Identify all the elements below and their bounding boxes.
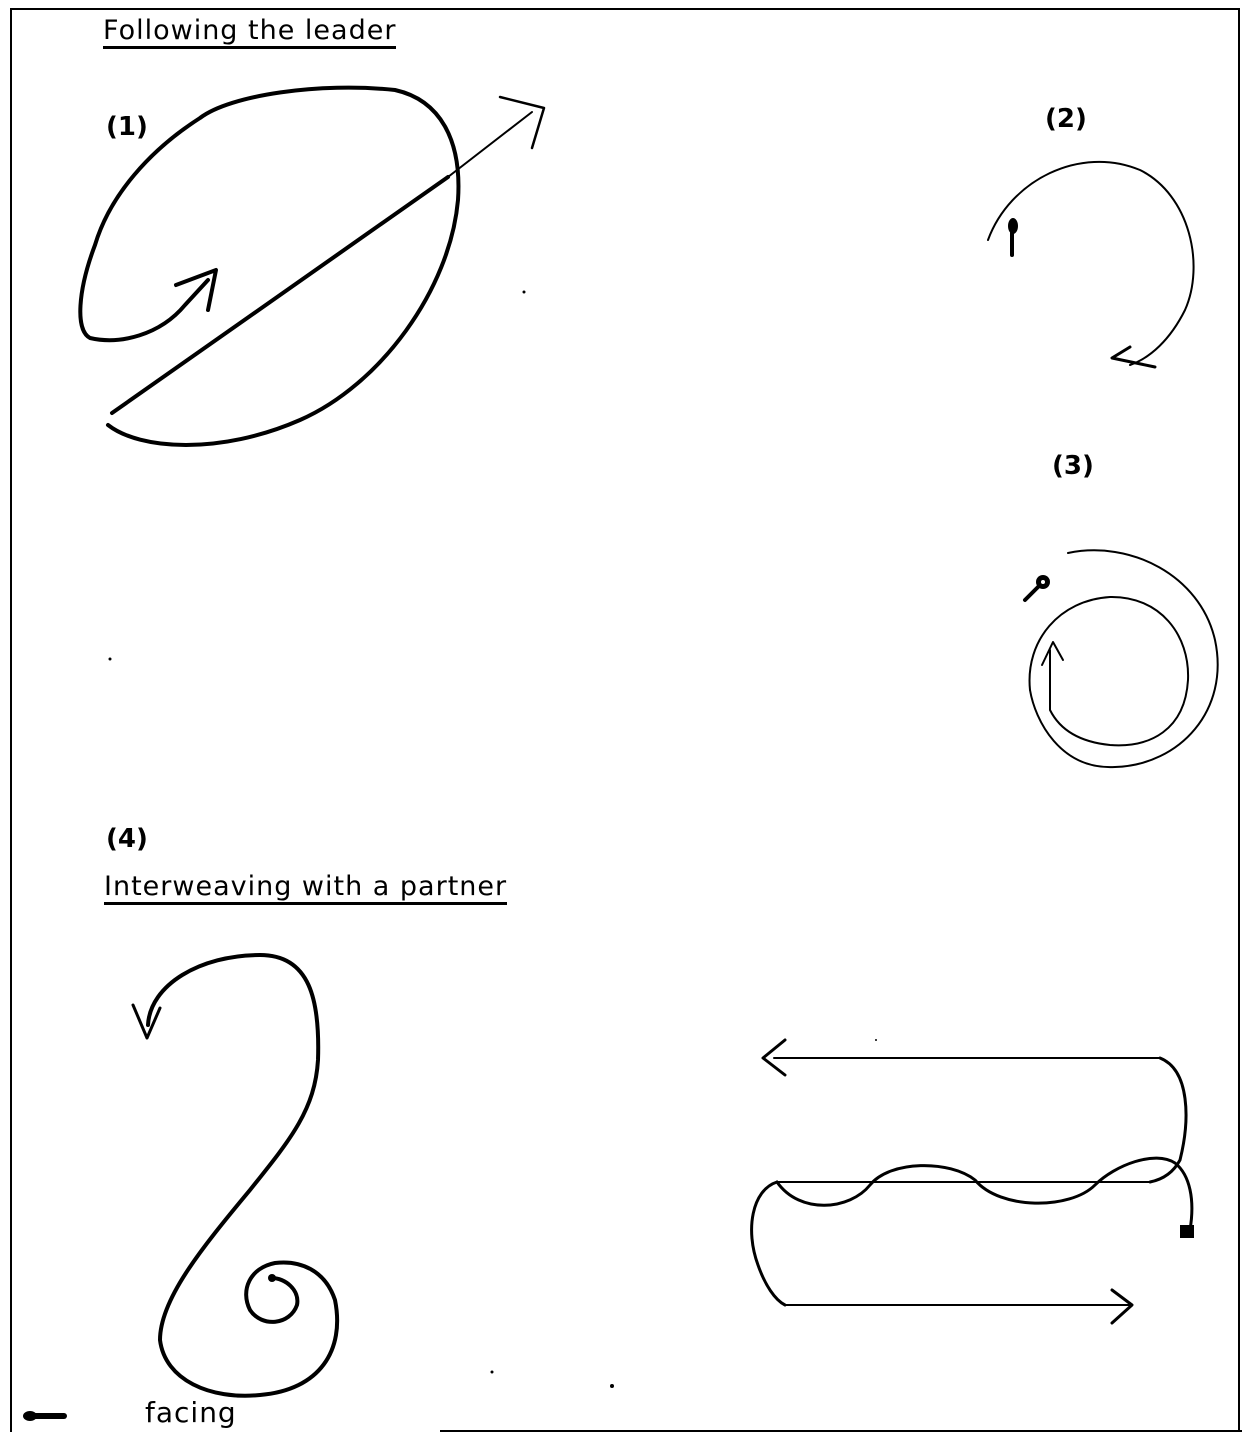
figure-4-left-turn <box>750 1180 787 1307</box>
figure-4-weave <box>775 1156 1194 1232</box>
figure-3-outer-arc <box>1029 549 1219 769</box>
figure-label-3: (3) <box>1052 451 1094 481</box>
figure-label-4: (4) <box>106 824 148 854</box>
legend-facing-marker-icon <box>23 1411 67 1421</box>
figure-1-diagonal <box>110 175 450 415</box>
figure-1-small-arrowhead <box>174 268 218 312</box>
figure-4-spiral-start <box>268 1274 276 1282</box>
figure-2-facing-marker-icon <box>1008 218 1018 257</box>
figure-1-diagonal-thin <box>447 111 533 178</box>
figure-3-arrowhead <box>1041 641 1064 666</box>
figure-3-facing-marker-icon <box>1023 575 1050 602</box>
figure-label-2: (2) <box>1045 104 1087 134</box>
figure-4-facing-marker-icon <box>1180 1225 1194 1238</box>
decorative-specks <box>108 290 877 1388</box>
figure-4-right-turn <box>1148 1056 1188 1184</box>
figure-4-right-path <box>750 1038 1194 1325</box>
figure-2-path <box>987 160 1195 369</box>
figure-4-top-arrowhead <box>761 1038 787 1077</box>
figure-2-arc <box>987 160 1195 366</box>
figure-1-loop <box>78 85 461 447</box>
figure-4-bottom-arrowhead <box>1110 1288 1134 1325</box>
page-frame-bottom <box>440 1430 1242 1432</box>
figure-4-left-arrowhead <box>131 1003 162 1040</box>
legend-facing-label: facing <box>145 1396 237 1429</box>
figure-2-arrowhead <box>1110 345 1157 369</box>
figure-3-path <box>1028 549 1219 769</box>
figure-3-inner-circle <box>1028 595 1190 747</box>
figure-4-left-path <box>131 953 340 1398</box>
figure-label-1: (1) <box>106 112 148 142</box>
figure-1-arrowhead <box>498 95 546 150</box>
section-title-interweaving: Interweaving with a partner <box>104 872 508 905</box>
figure-4-s-curve <box>146 953 340 1398</box>
section-title-following-leader: Following the leader <box>103 16 397 49</box>
figure-1-path <box>78 85 546 447</box>
page-frame <box>10 8 1240 1432</box>
